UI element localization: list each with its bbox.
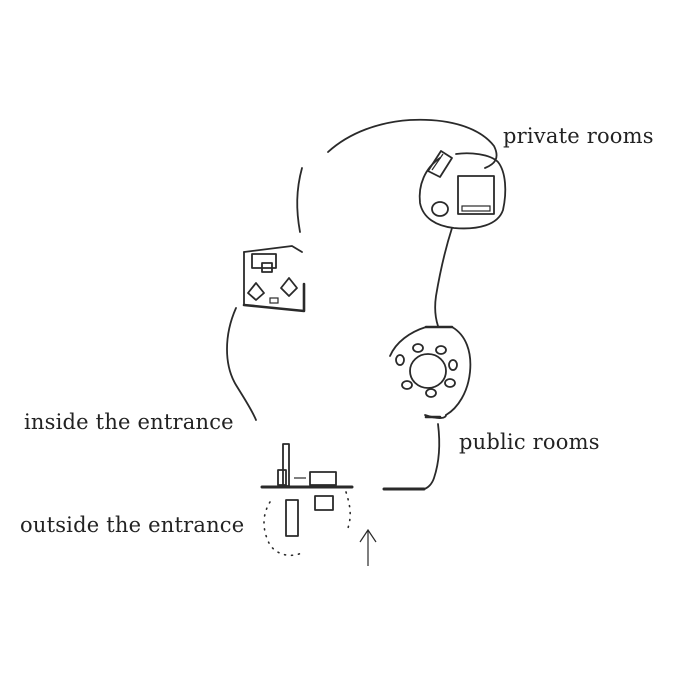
sitting-room bbox=[242, 245, 306, 313]
private-rooms-room bbox=[418, 150, 507, 230]
outside-seat-icon bbox=[314, 495, 334, 511]
door-panel-icon bbox=[282, 443, 290, 487]
circulation-path bbox=[226, 118, 498, 491]
round-table-icon bbox=[409, 353, 447, 389]
public-rooms-label: public rooms bbox=[459, 430, 600, 454]
chair-icon bbox=[427, 150, 453, 178]
entrance bbox=[260, 443, 354, 557]
stool-icon bbox=[431, 201, 449, 217]
bench-icon bbox=[309, 471, 337, 486]
public-rooms-room bbox=[389, 325, 472, 419]
private-rooms-label: private rooms bbox=[503, 124, 654, 148]
outside-entrance-label: outside the entrance bbox=[20, 513, 245, 537]
entry-arrow-icon bbox=[359, 528, 377, 566]
armchair-icon-2 bbox=[280, 277, 298, 297]
armchair-icon bbox=[247, 282, 265, 301]
outside-bench-icon bbox=[285, 499, 299, 537]
bed-icon bbox=[457, 175, 495, 215]
dining-chair-icon bbox=[412, 343, 424, 353]
desk-icon bbox=[251, 253, 277, 269]
inside-entrance-label: inside the entrance bbox=[24, 410, 234, 434]
